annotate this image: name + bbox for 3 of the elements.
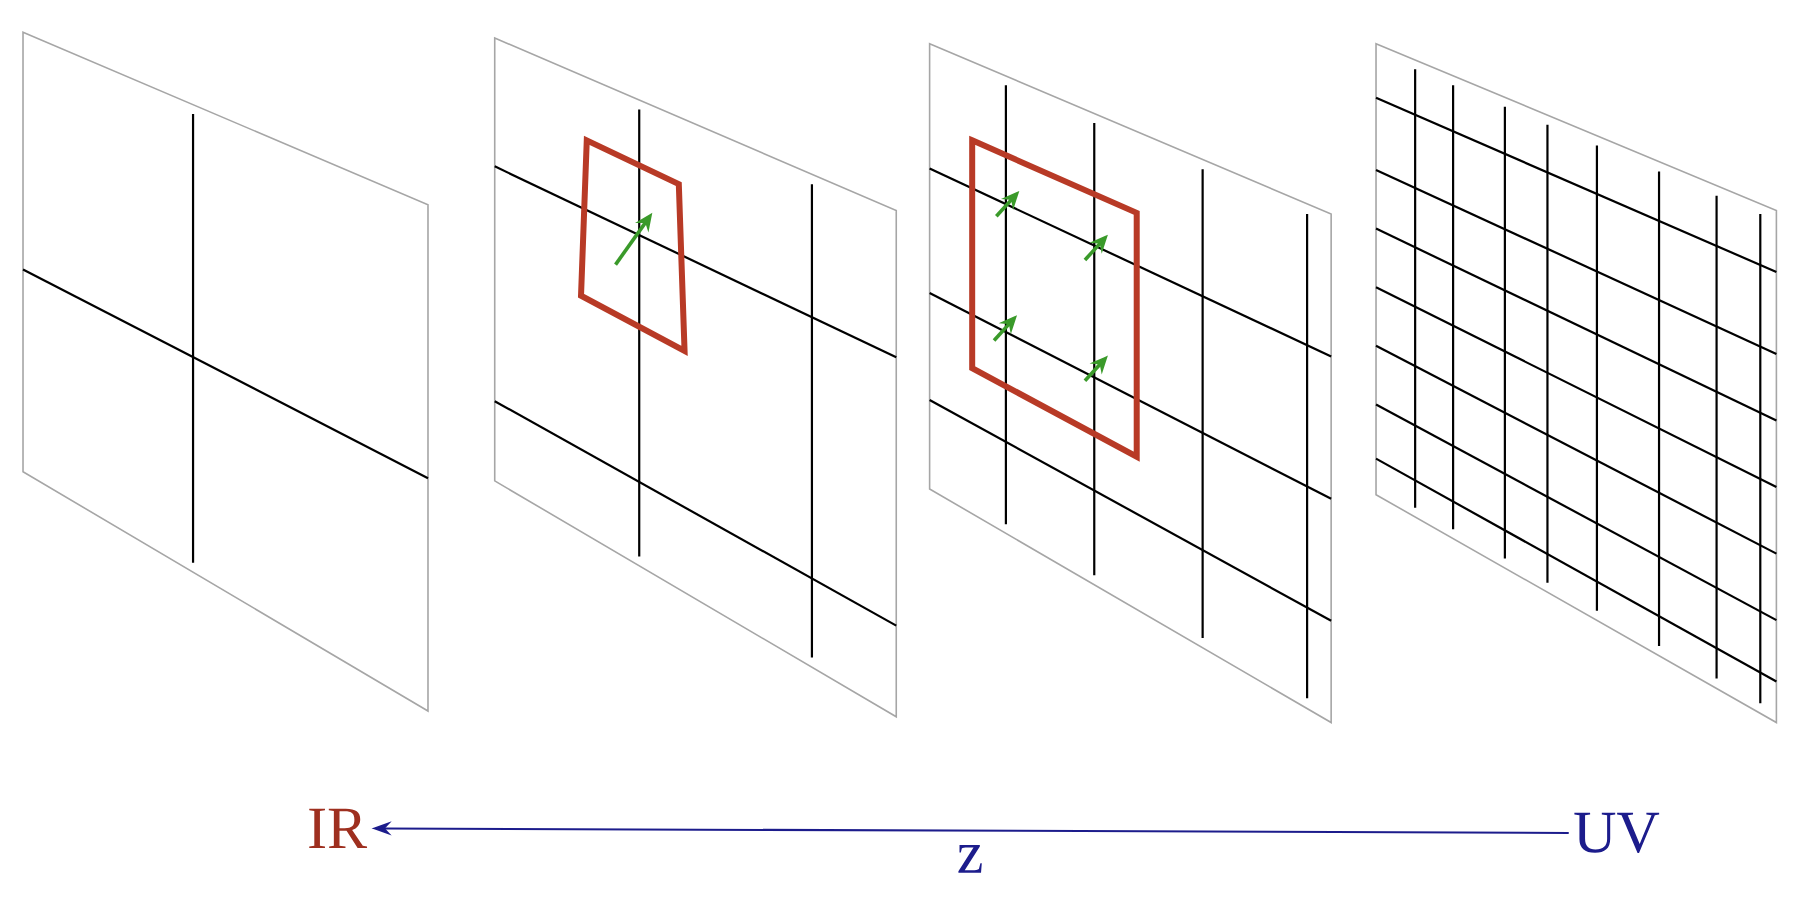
axis-label: UV bbox=[1574, 812, 1660, 853]
axis-label: IR bbox=[309, 808, 368, 848]
edge-label: z bbox=[958, 844, 982, 873]
